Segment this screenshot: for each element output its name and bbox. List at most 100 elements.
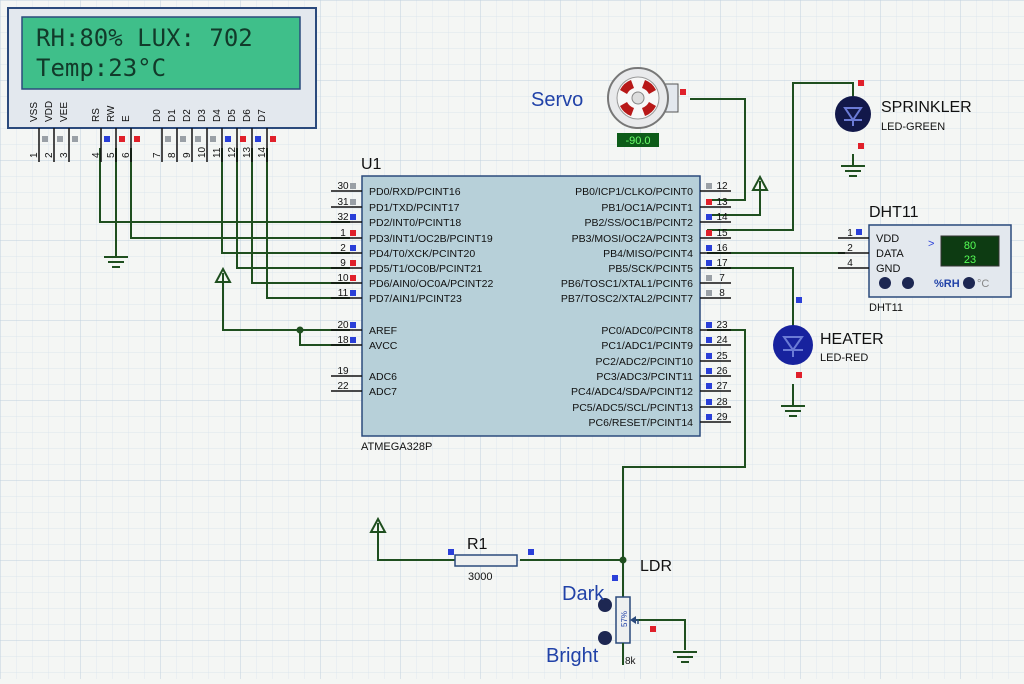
mcu-pin-number: 10	[337, 273, 349, 284]
dht11-footer: DHT11	[869, 302, 903, 314]
lcd-pin-number: 4	[91, 152, 102, 158]
mcu-pin-number: 12	[716, 181, 728, 192]
mcu-pin-number: 1	[340, 228, 346, 239]
wires	[99, 82, 854, 650]
dht11-pin-state	[856, 229, 862, 235]
ldr-label: LDR	[640, 558, 672, 575]
mcu-pin-number: 30	[337, 181, 349, 192]
mcu-pin-label: PB0/ICP1/CLKO/PCINT0	[575, 186, 693, 198]
mcu-pin-label: AREF	[369, 325, 397, 337]
sprinkler-label: SPRINKLER	[881, 99, 972, 116]
mcu-pin-number: 26	[716, 366, 728, 377]
mcu-pin-label: PB6/TOSC1/XTAL1/PCINT6	[561, 278, 693, 290]
mcu-pin-state	[350, 183, 356, 189]
dht11-pin-number: 1	[847, 228, 853, 239]
mcu-pin-label: ADC7	[369, 386, 397, 398]
mcu-part: ATMEGA328P	[361, 441, 432, 453]
heater-type: LED-RED	[820, 352, 868, 364]
lcd-pin-name: D2	[182, 109, 193, 122]
lcd-pin-name: D5	[227, 109, 238, 122]
ldr-dark-label: Dark	[562, 583, 605, 605]
lcd-pin-number: 13	[242, 146, 253, 158]
mcu-pin-state	[350, 322, 356, 328]
mcu-pin-state	[350, 214, 356, 220]
lcd-pin-name: E	[121, 115, 132, 122]
mcu-pin-number: 28	[716, 397, 728, 408]
mcu-pin-state	[350, 230, 356, 236]
dht11-unit-c: °C	[977, 278, 989, 290]
mcu-pin-label: PD1/TXD/PCINT17	[369, 202, 460, 214]
mcu-pin-state	[706, 214, 712, 220]
servo-label: Servo	[531, 89, 583, 111]
ldr-percent: 57%	[620, 611, 629, 627]
mcu-pin-state	[350, 199, 356, 205]
lcd-pin-name: D4	[212, 109, 223, 122]
ldr-bright-label: Bright	[546, 645, 599, 667]
lcd-pin-number: 1	[29, 152, 40, 158]
ldr-bright-button-icon[interactable]	[598, 631, 612, 645]
dht11-temperature-readout: 23	[964, 254, 976, 266]
mcu-pin-state	[350, 275, 356, 281]
mcu-pin-label: PD2/INT0/PCINT18	[369, 217, 461, 229]
lcd-pin-state	[134, 136, 140, 142]
mcu-pin-state	[350, 290, 356, 296]
dht11-pin-label: GND	[876, 263, 901, 275]
lcd-pin-name: D1	[167, 109, 178, 122]
dht11-button-icon[interactable]	[963, 277, 975, 289]
mcu-pin-label: PC0/ADC0/PCINT8	[601, 325, 693, 337]
lcd-pin-state	[42, 136, 48, 142]
mcu-pin-state	[350, 245, 356, 251]
mcu-right-pins: 12PB0/ICP1/CLKO/PCINT013PB1/OC1A/PCINT11…	[561, 181, 731, 429]
dht11-title: DHT11	[869, 204, 919, 221]
resistor-value: 3000	[468, 571, 492, 583]
mcu-pin-number: 17	[716, 258, 728, 269]
mcu-pin-state	[706, 199, 712, 205]
mcu-pin-number: 23	[716, 320, 728, 331]
lcd-pin-state	[225, 136, 231, 142]
mcu-pin-number: 31	[337, 197, 349, 208]
ldr-dark-button-icon[interactable]	[598, 598, 612, 612]
mcu-pin-number: 13	[716, 197, 728, 208]
mcu-pin-label: PC2/ADC2/PCINT10	[596, 356, 694, 368]
lcd-pin-number: 11	[212, 147, 223, 158]
dht11-button-icon[interactable]	[902, 277, 914, 289]
lcd-pin-name: VSS	[29, 102, 40, 122]
lcd-display: RH:80% LUX: 702 Temp:23°C VSS1VDD2VEE3RS…	[7, 7, 317, 162]
mcu-pin-state	[706, 368, 712, 374]
mcu-pin-number: 22	[337, 381, 349, 392]
mcu-pin-state	[706, 245, 712, 251]
mcu-pin-state	[350, 260, 356, 266]
mcu-pin-label: PD6/AIN0/OC0A/PCINT22	[369, 278, 493, 290]
mcu-pin-number: 2	[340, 243, 346, 254]
dht11-pin-label: DATA	[876, 248, 904, 260]
mcu-pin-label: PB4/MISO/PCINT4	[603, 248, 693, 260]
dht11-humidity-readout: 80	[964, 240, 976, 252]
mcu-pin-number: 9	[340, 258, 346, 269]
mcu-ref: U1	[361, 156, 382, 173]
dht11-button-icon[interactable]	[879, 277, 891, 289]
lcd-pin-number: 3	[59, 152, 70, 158]
dht11-pin-label: VDD	[876, 233, 899, 245]
lcd-pin-number: 9	[182, 152, 193, 158]
ground-heater	[781, 384, 805, 417]
lcd-pin-state	[72, 136, 78, 142]
dht11-pin-number: 2	[847, 243, 853, 254]
servo-angle: -90.0	[625, 135, 650, 147]
mcu-pin-number: 15	[716, 228, 728, 239]
lcd-pin-name: RW	[106, 105, 117, 122]
mcu-pin-label: PD3/INT1/OC2B/PCINT19	[369, 233, 493, 245]
lcd-pin-state	[180, 136, 186, 142]
lcd-pin-number: 2	[44, 152, 55, 158]
lcd-pin-name: VDD	[44, 101, 55, 122]
lcd-pin-state	[57, 136, 63, 142]
lcd-pin-state	[270, 136, 276, 142]
lcd-pin-state	[119, 136, 125, 142]
mcu-pin-label: PC4/ADC4/SDA/PCINT12	[571, 386, 693, 398]
mcu-pin-number: 18	[337, 335, 349, 346]
mcu-pin-state	[706, 230, 712, 236]
lcd-pin-number: 8	[167, 152, 178, 158]
